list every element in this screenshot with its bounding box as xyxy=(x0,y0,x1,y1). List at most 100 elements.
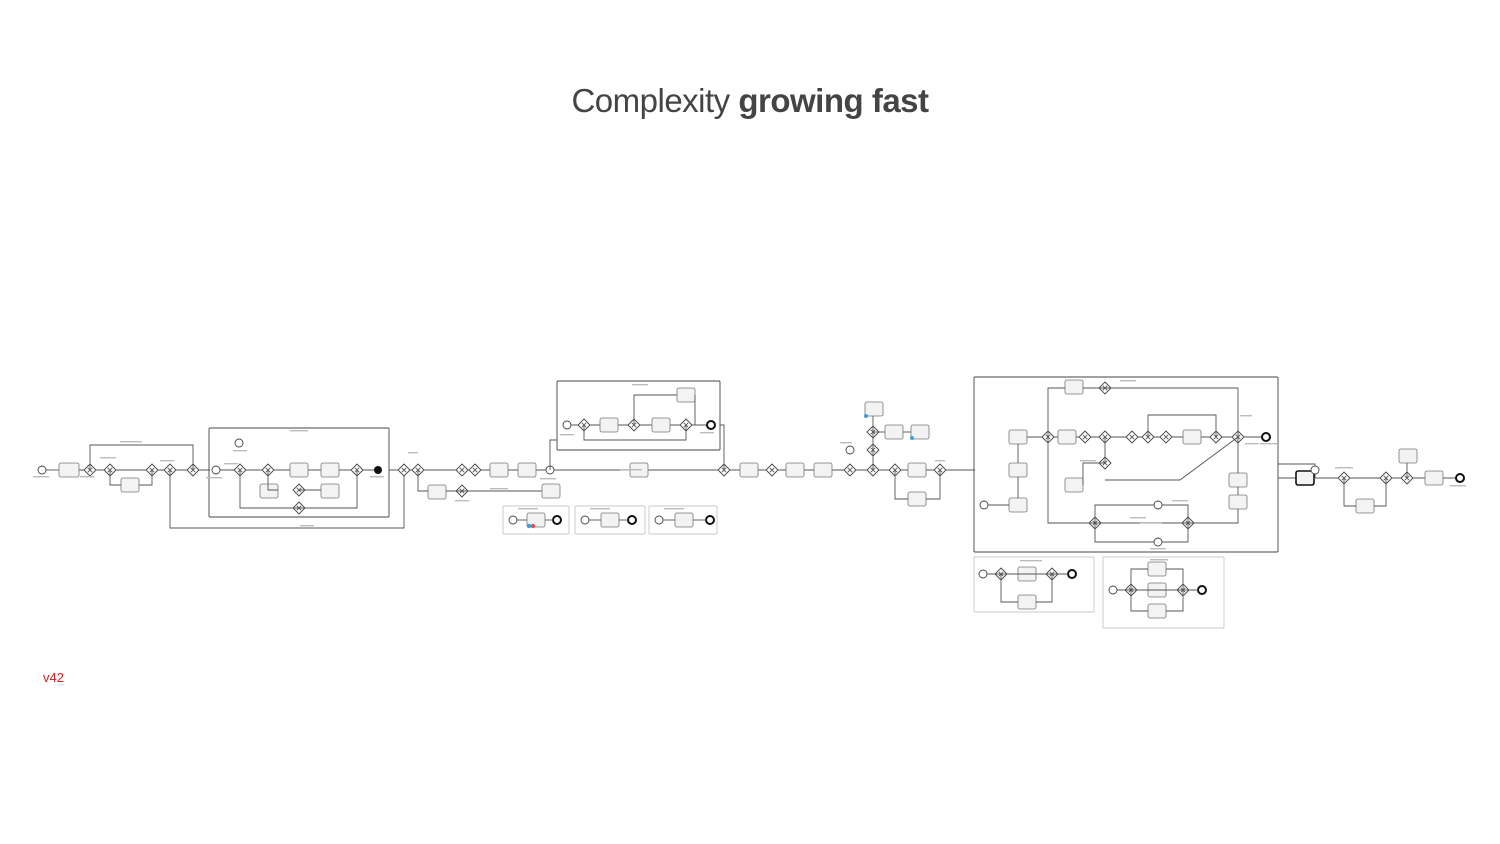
sequence-flow xyxy=(1343,478,1356,507)
task-box xyxy=(739,462,759,478)
tiny-label xyxy=(300,525,314,527)
sequence-flow xyxy=(1082,462,1105,485)
gateway-marker xyxy=(1163,434,1169,440)
start-event xyxy=(37,465,47,475)
sequence-flow xyxy=(583,425,687,441)
tiny-label xyxy=(408,452,418,454)
subprocess-container xyxy=(973,556,1095,613)
tiny-label xyxy=(632,384,648,386)
sequence-flow xyxy=(1147,414,1217,437)
tiny-label xyxy=(664,508,684,510)
tiny-label xyxy=(120,441,142,443)
task-box xyxy=(1064,477,1084,493)
task-box xyxy=(289,462,309,478)
sequence-flow xyxy=(549,439,557,470)
end-event xyxy=(1455,473,1465,483)
sequence-flow xyxy=(1130,590,1148,612)
gateway-marker xyxy=(847,467,853,473)
tiny-label xyxy=(224,463,238,465)
sequence-flow xyxy=(1094,523,1154,543)
sequence-flow xyxy=(1166,590,1184,612)
sequence-flow xyxy=(1000,574,1018,603)
tiny-label xyxy=(1245,443,1259,445)
gateway-marker xyxy=(1129,434,1135,440)
tiny-label xyxy=(455,500,469,502)
tiny-label xyxy=(620,469,642,471)
task-box xyxy=(785,462,805,478)
tiny-label xyxy=(1020,560,1042,562)
title-bold: growing fast xyxy=(738,82,929,119)
task-box xyxy=(517,462,537,478)
task-box xyxy=(1228,494,1248,510)
tiny-label xyxy=(1120,380,1136,382)
sequence-flow xyxy=(417,470,428,492)
start-event xyxy=(978,569,988,579)
task-box xyxy=(259,483,279,499)
highlight-marker xyxy=(530,523,536,529)
subprocess-container xyxy=(574,505,646,535)
tiny-label xyxy=(80,476,94,478)
task-box xyxy=(674,512,694,528)
sequence-flow xyxy=(720,424,725,470)
start-event xyxy=(979,500,989,510)
sequence-flow xyxy=(239,470,358,509)
end-event xyxy=(1197,585,1207,595)
tiny-label xyxy=(935,460,945,462)
sequence-flow xyxy=(1094,504,1154,523)
task-box xyxy=(907,491,927,507)
start-event xyxy=(211,465,221,475)
sequence-flow xyxy=(926,470,941,500)
sequence-flow xyxy=(169,470,405,529)
sequence-flow xyxy=(633,394,677,425)
start-event xyxy=(654,515,664,525)
task-box xyxy=(884,424,904,440)
slide-title: Complexity growing fast xyxy=(0,82,1500,120)
gateway-marker xyxy=(472,467,478,473)
sequence-flow xyxy=(1083,387,1239,437)
tiny-label xyxy=(518,508,538,510)
sequence-flow xyxy=(1188,509,1239,524)
task-box xyxy=(489,462,509,478)
subprocess-container xyxy=(556,380,721,451)
sequence-flow xyxy=(1047,437,1095,524)
end-event xyxy=(705,515,715,525)
task-box xyxy=(1064,379,1084,395)
task-box xyxy=(1008,497,1028,513)
task-box xyxy=(651,417,671,433)
tiny-label xyxy=(206,477,222,479)
task-box xyxy=(58,462,80,478)
task-box xyxy=(1398,448,1418,464)
task-box xyxy=(1057,429,1077,445)
task-box xyxy=(1147,561,1167,577)
start-event xyxy=(580,515,590,525)
task-box xyxy=(813,462,833,478)
tiny-label xyxy=(1080,460,1096,462)
start-event xyxy=(1153,500,1163,510)
gateway-marker xyxy=(1082,434,1088,440)
tiny-label xyxy=(490,488,508,490)
subprocess-container xyxy=(1102,556,1225,629)
tiny-label xyxy=(1335,467,1353,469)
tiny-label xyxy=(1240,415,1252,417)
tiny-label xyxy=(1150,559,1168,561)
sequence-flow xyxy=(894,470,908,500)
subprocess-container xyxy=(502,505,570,535)
sequence-flow xyxy=(1162,523,1189,543)
version-label: v42 xyxy=(43,670,64,685)
task-box xyxy=(600,512,620,528)
end-event xyxy=(1067,569,1077,579)
highlight-marker xyxy=(526,523,532,529)
sequence-flow xyxy=(1374,478,1387,507)
tiny-label xyxy=(700,432,714,434)
tiny-label xyxy=(100,457,116,459)
task-box xyxy=(1424,470,1444,486)
sequence-flow xyxy=(1166,568,1184,590)
tiny-label xyxy=(160,460,174,462)
task-box xyxy=(320,483,340,499)
sequence-flow xyxy=(1130,568,1148,590)
task-box xyxy=(1295,470,1315,486)
tiny-label xyxy=(840,442,852,444)
sequence-flow xyxy=(1162,504,1189,523)
tiny-label xyxy=(370,476,384,478)
